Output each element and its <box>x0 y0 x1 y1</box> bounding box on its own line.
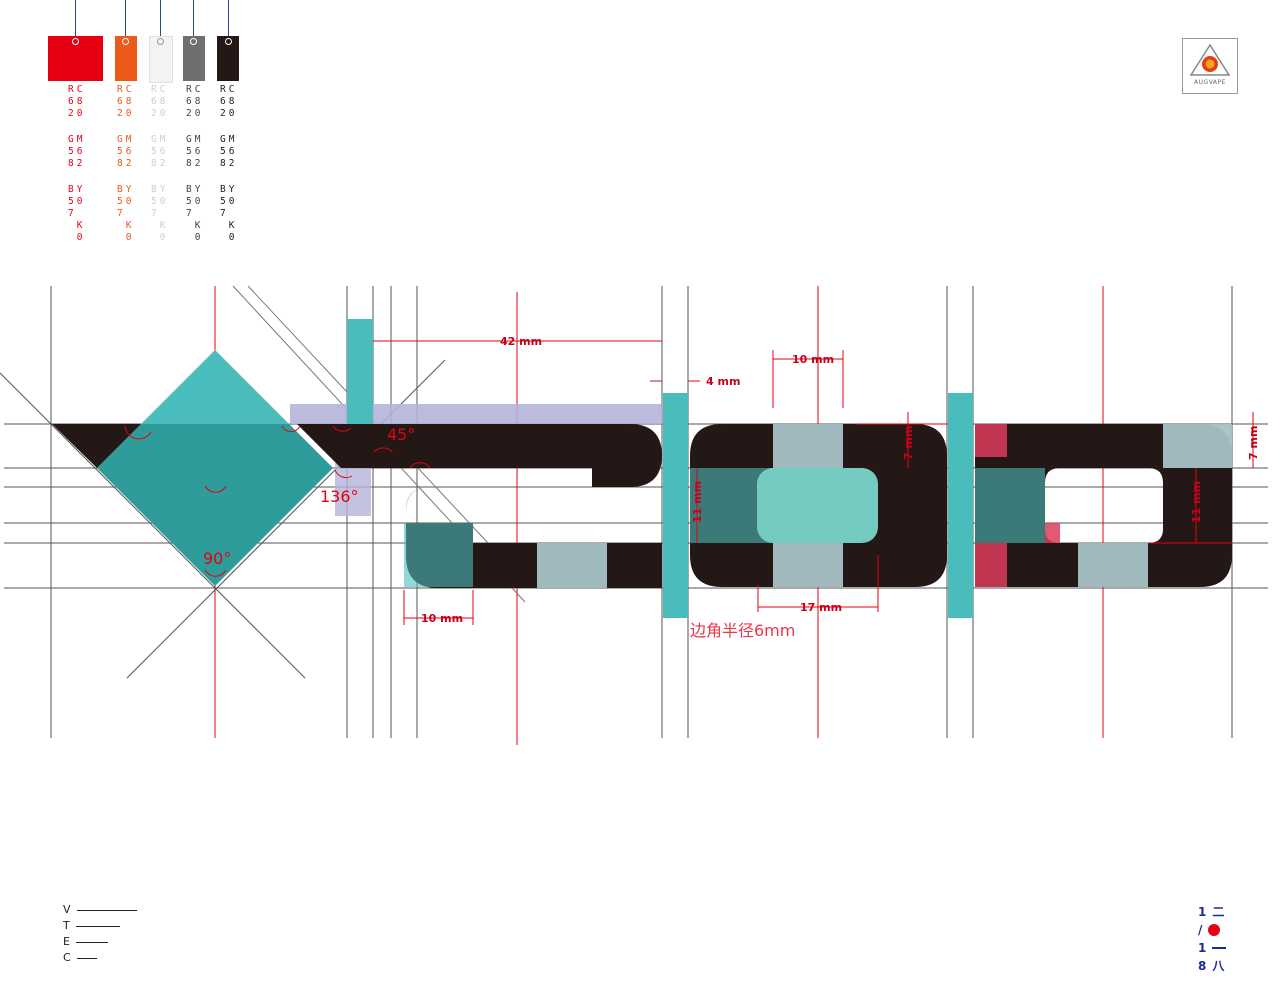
cmyk-yellow-black: BY 50 7 K 0 <box>151 184 169 243</box>
cmyk-magenta: GM 56 82 <box>68 134 86 169</box>
angle-arc <box>281 425 301 433</box>
letter-d-pink-notch <box>1045 523 1060 543</box>
swatch-ring <box>122 38 129 45</box>
dim-label-10-top: 10 mm <box>792 353 834 366</box>
teal-bar <box>347 319 373 424</box>
lavender-band <box>290 404 662 424</box>
cmyk-magenta: GM 56 82 <box>151 134 169 169</box>
diagonal-stroke <box>297 424 418 468</box>
page-separator: / <box>1198 923 1203 937</box>
vtec-line <box>75 925 120 927</box>
swatch-white <box>149 36 173 83</box>
page-total: 1 <box>1198 941 1207 955</box>
vtec-letter: V <box>63 903 71 916</box>
letter-d-band <box>975 468 1045 543</box>
cmyk-cyan: RC 68 20 <box>220 84 238 119</box>
letter-d-pink-corner <box>975 424 1007 457</box>
cmyk-yellow-black: BY 50 7 K 0 <box>68 184 86 243</box>
swatch-string <box>193 0 194 40</box>
page-number-cn: 二 <box>1212 905 1225 919</box>
vtec-letter: T <box>63 919 70 932</box>
dim-label-7-mid: 7 mm <box>902 426 915 460</box>
cmyk-column-white: RC 68 20 GM 56 82 BY 50 7 K 0 <box>151 84 168 244</box>
diamond-lower <box>97 424 333 586</box>
corner-radius-caption: 边角半径6mm <box>690 621 795 640</box>
swatch-ring <box>225 38 232 45</box>
angle-arc <box>334 469 353 478</box>
cmyk-column-orange: RC 68 20 GM 56 82 BY 50 7 K 0 <box>117 84 134 244</box>
dim-label-42: 42 mm <box>500 335 542 348</box>
swatch-string <box>125 0 126 40</box>
cmyk-yellow-black: BY 50 7 K 0 <box>117 184 135 243</box>
letter-two-corner <box>404 523 473 587</box>
cmyk-cyan: RC 68 20 <box>151 84 169 119</box>
vtec-line <box>75 941 108 943</box>
angle-arc <box>204 569 227 577</box>
angle-arc <box>204 485 227 493</box>
swatch-ring <box>72 38 79 45</box>
letter-zero <box>690 424 947 587</box>
swatch-ring <box>157 38 164 45</box>
brand-logo: AUGVAPE <box>1182 38 1238 94</box>
angle-arc <box>332 425 352 432</box>
dim-label-7-right: 7 mm <box>1247 426 1260 460</box>
swatch-black <box>217 36 239 81</box>
vtec-line <box>76 909 137 911</box>
swatch-string <box>75 0 76 40</box>
angle-arc <box>409 462 431 469</box>
page-number: 1 <box>1198 905 1207 919</box>
left-wedge <box>52 424 141 468</box>
guide-line-diagonal <box>0 372 306 679</box>
vtec-line <box>76 957 97 959</box>
cmyk-magenta: GM 56 82 <box>220 134 238 169</box>
swatch-string <box>228 0 229 40</box>
cmyk-cyan: RC 68 20 <box>117 84 135 119</box>
dim-label-17: 17 mm <box>800 601 842 614</box>
letter-two-highlight <box>537 543 607 588</box>
swatch-ring <box>190 38 197 45</box>
dash-icon <box>1212 947 1227 949</box>
footer-vtec: V T E C <box>63 902 137 966</box>
dimension-lines <box>373 340 1254 625</box>
page-total-cn: 八 <box>1212 959 1225 973</box>
swatch-orange <box>115 36 137 81</box>
angle-arcs <box>124 425 431 577</box>
cmyk-cyan: RC 68 20 <box>186 84 204 119</box>
red-dot-icon <box>1208 924 1221 936</box>
vtec-letter: C <box>63 951 71 964</box>
angle-arc <box>373 447 393 453</box>
cmyk-cyan: RC 68 20 <box>68 84 86 119</box>
logo-wordmark: AUGVAPE <box>1194 79 1226 86</box>
angle-arc <box>124 425 152 440</box>
cmyk-column-black: RC 68 20 GM 56 82 BY 50 7 K 0 <box>220 84 237 244</box>
letter-zero-counter <box>757 468 878 543</box>
cmyk-yellow-black: BY 50 7 K 0 <box>220 184 238 243</box>
angle-label-90: 90° <box>203 549 231 568</box>
cmyk-column-red: RC 68 20 GM 56 82 BY 50 7 K 0 <box>68 84 85 244</box>
page-total-b: 8 <box>1198 959 1207 973</box>
dim-label-11-right: 11 mm <box>1190 481 1203 523</box>
cmyk-yellow-black: BY 50 7 K 0 <box>186 184 204 243</box>
vtec-letter: E <box>63 935 70 948</box>
angle-label-136: 136° <box>320 487 359 506</box>
logo-emblem-icon <box>1189 43 1231 76</box>
teal-divider <box>663 393 688 618</box>
angle-label-45: 45° <box>387 425 415 444</box>
letter-d-highlight <box>1078 543 1148 587</box>
logo-construction-diagram: 45° 136° 90° 42 mm 4 mm 10 mm 17 mm 10 m… <box>0 285 1268 745</box>
dim-label-10-bottom: 10 mm <box>421 612 463 625</box>
dim-label-11-left: 11 mm <box>691 481 704 523</box>
dim-label-4: 4 mm <box>706 375 740 388</box>
letter-d-pink-corner <box>975 543 1007 587</box>
letter-d-corner <box>1163 424 1232 468</box>
cmyk-magenta: GM 56 82 <box>186 134 204 169</box>
swatch-string <box>160 0 161 40</box>
swatch-gray <box>183 36 205 81</box>
cmyk-column-gray: RC 68 20 GM 56 82 BY 50 7 K 0 <box>186 84 203 244</box>
cmyk-magenta: GM 56 82 <box>117 134 135 169</box>
teal-divider <box>948 393 973 618</box>
